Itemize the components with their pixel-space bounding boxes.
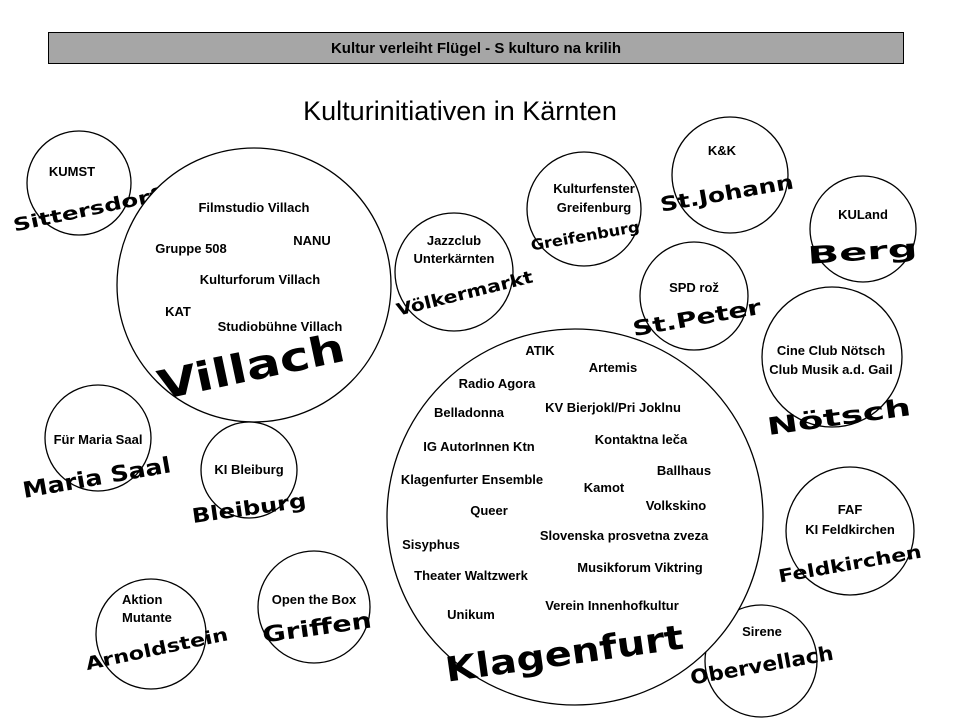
initiative-label: Sirene	[742, 624, 782, 639]
initiative-label: Greifenburg	[557, 200, 631, 215]
initiative-label: Open the Box	[272, 592, 357, 607]
region-circle	[386, 328, 764, 706]
initiative-label: Kontaktna leča	[595, 432, 688, 447]
initiative-label: ATIK	[525, 343, 555, 358]
initiative-label: Verein Innenhofkultur	[545, 598, 679, 613]
initiative-label: KI Feldkirchen	[805, 522, 895, 537]
initiative-label: Artemis	[589, 360, 637, 375]
initiative-label: SPD rož	[669, 280, 719, 295]
region-circle	[95, 578, 207, 690]
region-circle	[526, 151, 642, 267]
region-circle	[785, 466, 915, 596]
initiative-label: KULand	[838, 207, 888, 222]
initiative-label: Radio Agora	[459, 376, 537, 391]
initiative-label: Musikforum Viktring	[577, 560, 703, 575]
initiative-label: Club Musik a.d. Gail	[769, 362, 893, 377]
initiative-label: Theater Waltzwerk	[414, 568, 528, 583]
initiative-label: FAF	[838, 502, 863, 517]
region-circle	[44, 384, 152, 492]
initiative-label: Belladonna	[434, 405, 505, 420]
initiative-label: Kulturforum Villach	[200, 272, 320, 287]
region-circle	[809, 175, 917, 283]
initiative-label: Filmstudio Villach	[198, 200, 309, 215]
initiative-label: Queer	[470, 503, 508, 518]
initiative-label: K&K	[708, 143, 737, 158]
region-circle	[761, 286, 903, 428]
initiative-label: Sisyphus	[402, 537, 460, 552]
initiative-label: Jazzclub	[427, 233, 481, 248]
region-circle	[394, 212, 514, 332]
initiative-label: Slovenska prosvetna zveza	[540, 528, 709, 543]
initiative-label: Volkskino	[646, 498, 707, 513]
initiative-label: Unterkärnten	[414, 251, 495, 266]
initiative-label: NANU	[293, 233, 331, 248]
initiative-label: Unikum	[447, 607, 495, 622]
region-circle	[671, 116, 789, 234]
initiative-label: Kamot	[584, 480, 625, 495]
initiative-label: Kulturfenster	[553, 181, 635, 196]
initiative-label: Gruppe 508	[155, 241, 227, 256]
initiative-label: Mutante	[122, 610, 172, 625]
initiative-label: KI Bleiburg	[214, 462, 283, 477]
page-heading: Kulturinitiativen in Kärnten	[303, 96, 617, 126]
initiative-label: Für Maria Saal	[54, 432, 143, 447]
initiative-label: Ballhaus	[657, 463, 711, 478]
initiative-label: Aktion	[122, 592, 163, 607]
region-circle	[257, 550, 371, 664]
initiative-label: KV Bierjokl/Pri Joklnu	[545, 400, 681, 415]
initiative-label: KUMST	[49, 164, 95, 179]
region-circle	[26, 130, 132, 236]
region-circle	[639, 241, 749, 351]
initiative-label: IG AutorInnen Ktn	[423, 439, 535, 454]
initiative-label: KAT	[165, 304, 191, 319]
title-banner: Kultur verleiht Flügel - S kulturo na kr…	[48, 32, 904, 64]
region-circle	[704, 604, 818, 718]
initiative-label: Cine Club Nötsch	[777, 343, 885, 358]
initiative-label: Klagenfurter Ensemble	[401, 472, 543, 487]
initiative-label: Studiobühne Villach	[218, 319, 343, 334]
region-circle	[200, 421, 298, 519]
